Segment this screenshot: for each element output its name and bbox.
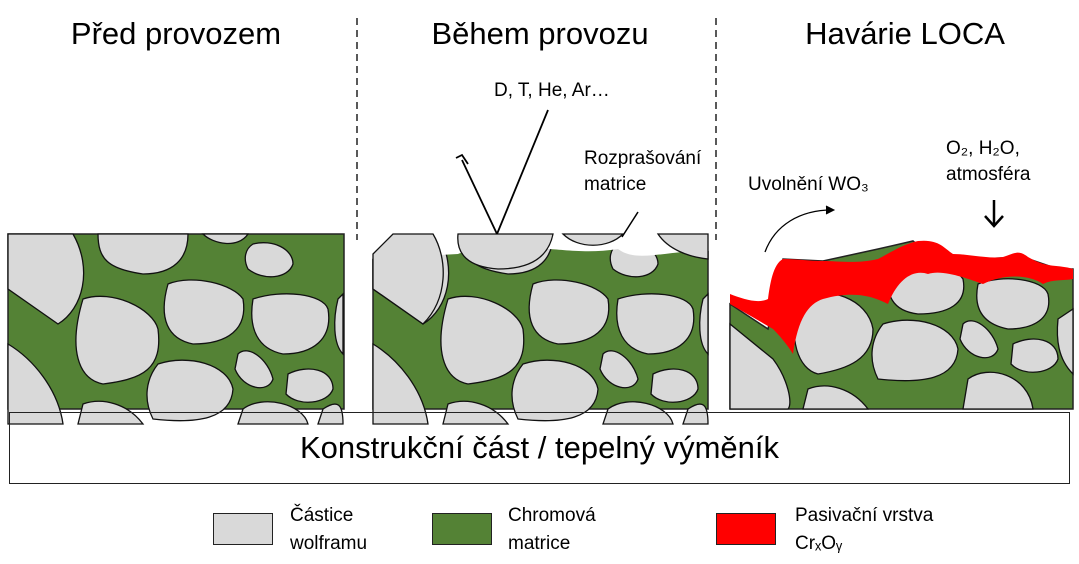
panel-title-loca: Havárie LOCA: [805, 16, 1005, 51]
legend-matrix-line2: matrice: [508, 533, 571, 554]
gas-label-line1: O₂, H₂O,: [946, 138, 1020, 159]
gas-label-line2: atmosféra: [946, 164, 1031, 185]
legend-passivation-line1: Pasivační vrstva: [795, 505, 934, 526]
base-structure: Konstrukční část / tepelný výměník: [9, 412, 1070, 484]
sputter-label-line2: matrice: [584, 174, 647, 195]
legend-swatch-tungsten: [213, 513, 273, 545]
panel-title-before: Před provozem: [70, 16, 282, 51]
release-label: Uvolnění WO₃: [748, 174, 869, 195]
legend-passivation-line2: CrₓOᵧ: [795, 533, 843, 554]
legend-tungsten-line1: Částice: [290, 505, 354, 526]
legend-matrix-line1: Chromová: [508, 505, 596, 526]
legend-tungsten-line2: wolframu: [290, 533, 368, 554]
legend-swatch-matrix: [432, 513, 492, 545]
sputter-label-line1: Rozprašování: [584, 148, 702, 169]
legend-swatch-passivation: [716, 513, 776, 545]
particles-label: D, T, He, Ar…: [494, 80, 610, 101]
panel-title-during: Během provozu: [431, 16, 649, 51]
